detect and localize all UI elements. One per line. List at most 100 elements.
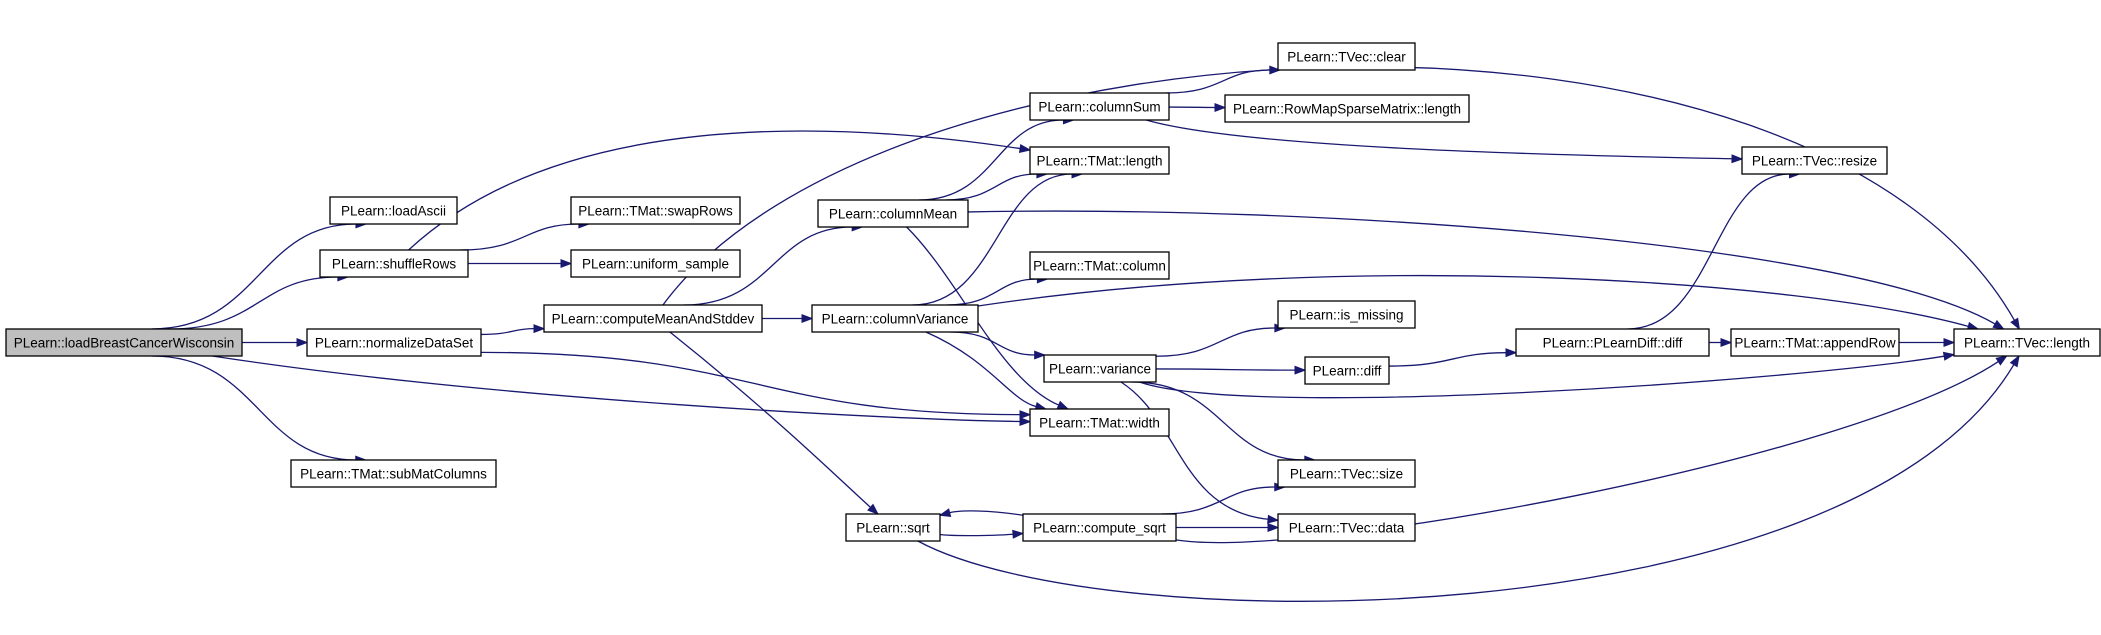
- node-label: PLearn::sqrt: [856, 521, 930, 536]
- edge-sqrt-to-tvecLength: [917, 354, 2020, 602]
- edge-columnVariance-to-tmatColumn: [947, 274, 1049, 306]
- node-swapRows[interactable]: PLearn::TMat::swapRows: [570, 196, 741, 225]
- node-tvecResize[interactable]: PLearn::TVec::resize: [1741, 146, 1888, 175]
- node-label: PLearn::loadBreastCancerWisconsin: [14, 336, 235, 351]
- node-label: PLearn::columnMean: [829, 207, 957, 222]
- edges-layer: [151, 65, 2021, 602]
- edge-line: [669, 331, 871, 508]
- edge-sqrt-to-computeSqrt: [939, 529, 1025, 539]
- node-box: [570, 196, 741, 225]
- edge-line: [1131, 381, 1305, 461]
- node-label: PLearn::shuffleRows: [332, 257, 457, 272]
- edge-columnMean-to-tmatLength: [945, 169, 1049, 201]
- edge-line: [949, 510, 1024, 516]
- arrowhead-icon: [1294, 365, 1307, 375]
- node-isMissing[interactable]: PLearn::is_missing: [1277, 300, 1416, 329]
- edge-columnVariance-to-tmatLength: [912, 169, 1084, 306]
- edge-appendRow-to-tvecLength: [1898, 337, 1956, 348]
- node-box: [1741, 146, 1888, 175]
- edge-line: [1175, 360, 1999, 544]
- node-rowMapLength[interactable]: PLearn::RowMapSparseMatrix::length: [1224, 94, 1470, 123]
- node-tvecData[interactable]: PLearn::TVec::data: [1277, 513, 1416, 542]
- node-box: [817, 199, 969, 228]
- node-tmatWidth[interactable]: PLearn::TMat::width: [1029, 408, 1170, 437]
- node-label: PLearn::variance: [1049, 362, 1151, 377]
- node-appendRow[interactable]: PLearn::TMat::appendRow: [1730, 328, 1900, 357]
- node-computeSqrt[interactable]: PLearn::compute_sqrt: [1022, 513, 1177, 542]
- arrowhead-icon: [938, 508, 952, 517]
- node-label: PLearn::diff: [1313, 364, 1382, 379]
- arrowhead-icon: [1034, 350, 1047, 360]
- node-box: [1515, 328, 1710, 357]
- node-columnVariance[interactable]: PLearn::columnVariance: [811, 304, 979, 333]
- node-box: [1277, 42, 1416, 71]
- node-box: [1224, 94, 1470, 123]
- node-label: PLearn::TVec::size: [1290, 467, 1403, 482]
- node-box: [811, 304, 979, 333]
- node-box: [1029, 92, 1170, 121]
- node-tvecLength[interactable]: PLearn::TVec::length: [1953, 328, 2101, 357]
- edge-shuffleRows-to-swapRows: [460, 219, 591, 251]
- node-label: PLearn::TMat::swapRows: [578, 204, 733, 219]
- edge-line: [1627, 173, 1790, 330]
- node-box: [1304, 356, 1390, 385]
- node-tmatLength[interactable]: PLearn::TMat::length: [1029, 146, 1170, 175]
- edge-line: [945, 173, 1037, 201]
- edge-variance-to-tvecLength: [1139, 351, 1956, 399]
- arrowhead-icon: [296, 337, 309, 348]
- edge-line: [151, 355, 356, 461]
- edge-line: [977, 274, 1969, 327]
- node-diff[interactable]: PLearn::diff: [1304, 356, 1390, 385]
- edge-diff-to-plearnDiff: [1388, 348, 1518, 367]
- edge-variance-to-isMissing: [1155, 323, 1287, 357]
- node-label: PLearn::TMat::appendRow: [1734, 336, 1896, 351]
- node-subMatColumns[interactable]: PLearn::TMat::subMatColumns: [290, 459, 497, 488]
- edge-columnVariance-to-variance: [950, 331, 1047, 360]
- edge-plearnDiff-to-appendRow: [1708, 337, 1733, 348]
- edge-line: [1146, 119, 1733, 160]
- node-uniform_sample[interactable]: PLearn::uniform_sample: [570, 249, 741, 278]
- node-plearnDiff[interactable]: PLearn::PLearnDiff::diff: [1515, 328, 1710, 357]
- node-variance[interactable]: PLearn::variance: [1043, 354, 1157, 383]
- node-box: [1029, 146, 1170, 175]
- edge-line: [950, 331, 1035, 356]
- arrowhead-icon: [1267, 522, 1280, 533]
- arrowhead-icon: [1505, 348, 1518, 358]
- node-box: [5, 328, 243, 357]
- node-sqrt[interactable]: PLearn::sqrt: [845, 513, 941, 542]
- edge-columnMean-to-tvecLength: [967, 210, 2005, 330]
- arrowhead-icon: [1995, 355, 2008, 366]
- edge-computeMeanAndStddev-to-columnVariance: [762, 313, 814, 324]
- edge-line: [480, 327, 535, 336]
- node-columnSum[interactable]: PLearn::columnSum: [1029, 92, 1170, 121]
- nodes-layer: PLearn::loadBreastCancerWisconsinPLearn:…: [5, 42, 2101, 542]
- arrowhead-icon: [1019, 416, 1032, 427]
- edge-computeSqrt-to-tvecSize: [1161, 482, 1287, 515]
- edge-columnSum-to-rowMapLength: [1168, 102, 1227, 113]
- arrowhead-icon: [1731, 154, 1744, 164]
- edge-normalizeDataSet-to-computeMeanAndStddev: [480, 324, 546, 336]
- edge-line: [170, 276, 338, 330]
- node-loadAscii[interactable]: PLearn::loadAscii: [329, 196, 458, 225]
- node-box: [1277, 459, 1416, 488]
- node-box: [1953, 328, 2101, 357]
- node-box: [1029, 408, 1170, 437]
- node-normalizeDataSet[interactable]: PLearn::normalizeDataSet: [306, 328, 482, 357]
- node-tmatColumn[interactable]: PLearn::TMat::column: [1029, 251, 1170, 280]
- node-shuffleRows[interactable]: PLearn::shuffleRows: [319, 249, 469, 278]
- node-columnMean[interactable]: PLearn::columnMean: [817, 199, 969, 228]
- node-label: PLearn::loadAscii: [341, 204, 446, 219]
- edge-root-to-normalizeDataSet: [241, 337, 309, 348]
- arrowhead-icon: [560, 258, 573, 269]
- edge-line: [1120, 381, 1269, 520]
- node-label: PLearn::RowMapSparseMatrix::length: [1233, 102, 1461, 117]
- node-label: PLearn::TVec::resize: [1752, 154, 1877, 169]
- node-label: PLearn::TMat::subMatColumns: [300, 467, 487, 482]
- edge-computeSqrt-to-tvecData: [1175, 522, 1280, 533]
- node-tvecSize[interactable]: PLearn::TVec::size: [1277, 459, 1416, 488]
- node-computeMeanAndStddev[interactable]: PLearn::computeMeanAndStddev: [543, 304, 763, 333]
- node-tvecClear[interactable]: PLearn::TVec::clear: [1277, 42, 1416, 71]
- edge-line: [1155, 327, 1275, 357]
- edge-normalizeDataSet-to-tmatWidth: [480, 351, 1032, 420]
